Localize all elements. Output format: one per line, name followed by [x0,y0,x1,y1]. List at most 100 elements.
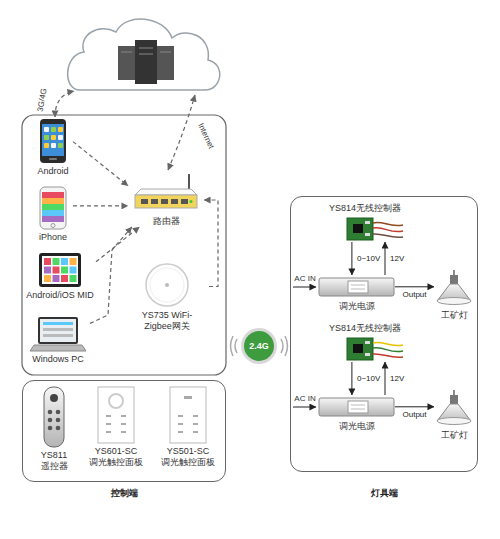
router-port [151,199,158,204]
gateway-ring [150,268,184,302]
app-icon [51,127,56,132]
screen-bar [43,334,73,337]
remote-button [48,410,53,415]
component [365,221,370,224]
server-symbol [157,46,174,80]
connector [385,362,386,395]
wire [373,228,403,232]
touch-mark [193,431,198,433]
touch-mark [106,431,111,433]
phone-screen [42,198,64,204]
app-icon [44,135,49,140]
gateway-icon: YS735 WiFi-Zigbee网关 [125,262,209,332]
touch-mark [121,431,126,433]
sticker-line [351,285,365,286]
node-label: YS814无线控制器 [320,323,410,334]
connector [73,142,128,186]
wire [373,342,403,345]
app-icon [58,143,63,148]
connector [96,227,139,262]
touch-mark [184,396,192,399]
sticker-line [351,289,365,290]
server-detail [160,52,171,53]
phone-body [40,119,66,163]
connector [351,362,352,395]
lamp-reflector [437,404,471,424]
node-label: Android [33,166,73,177]
server-detail [139,48,153,49]
node-label: 2.4G [244,331,274,361]
iphone-symbol [39,186,67,230]
wireless-wave [285,336,288,356]
controller-icon: YS814无线控制器 [320,203,410,242]
router-symbol [133,172,199,214]
ac-input-arrow [293,287,316,288]
touch-mark [106,415,111,417]
tablet-symbol [38,252,82,288]
app-icon [58,135,63,140]
phone-screen [42,216,64,222]
router-front [135,195,197,208]
pcb-board [347,218,373,240]
wire [373,354,403,358]
power-supply-box: 调光电源 [318,395,395,432]
lamp-reflector [437,284,471,304]
app-icon [44,258,51,265]
touch-mark [178,415,183,417]
wire [373,348,403,352]
server-symbol [118,46,135,80]
lamp-icon: 工矿灯 [434,390,474,441]
component [365,353,370,356]
edge-label: 12V [389,374,405,383]
touch-panel-icon: YS501-SC 调光触控面板 [156,386,220,468]
device-icon: Windows PC [26,316,90,365]
wire [373,222,403,225]
app-icon [51,135,56,140]
gateway-light [165,283,169,287]
app-icon [44,275,51,282]
phone-body [40,187,66,229]
remote-button [48,426,53,431]
laptop-screen [40,319,76,342]
remote-symbol [43,386,65,448]
power-case [319,398,394,416]
lamp-neck [450,395,458,404]
wireless-wave [231,336,234,356]
panel-body [170,387,206,443]
power-supply-box: 调光电源 [318,275,395,312]
remote-button [48,418,53,423]
component [365,233,370,236]
panelB-symbol [169,386,207,444]
device-icon: Android/iOS MID [24,252,96,301]
phone-screen [42,124,64,156]
lamp-symbol [434,270,474,308]
gateway-body [146,264,188,306]
node-label: YS501-SC 调光触控面板 [156,446,220,468]
group-panel: 灯具端YS814无线控制器调光电源工矿灯YS814无线控制器调光电源工矿灯 [290,196,478,499]
edge-label: 0~10V [356,374,381,383]
chip [353,224,363,233]
free-label: Internet [196,122,216,150]
free-label: AC IN [294,394,315,403]
app-icon [61,275,68,282]
controller-icon: YS814无线控制器 [320,323,410,362]
touch-mark [106,423,111,425]
edge-label: Output [402,290,428,299]
badge-circle: 2.4G [244,331,274,361]
lamp-symbol [434,390,474,428]
device-icon: iPhone [33,186,73,243]
node-label: 路由器 [128,216,204,227]
touch-mark [178,431,183,433]
node-label: Android/iOS MID [24,290,96,301]
node-label: 工矿灯 [434,430,474,441]
panel-caption: 灯具端 [290,488,478,499]
router-port [171,199,178,204]
power-sticker [348,401,368,413]
app-icon [61,258,68,265]
app-icon [70,267,77,274]
node-label: 调光电源 [318,301,395,312]
sticker-line [351,405,365,406]
node-label: YS811 遥控器 [32,450,76,472]
edge-label: Output [402,410,428,419]
antenna [188,174,190,189]
